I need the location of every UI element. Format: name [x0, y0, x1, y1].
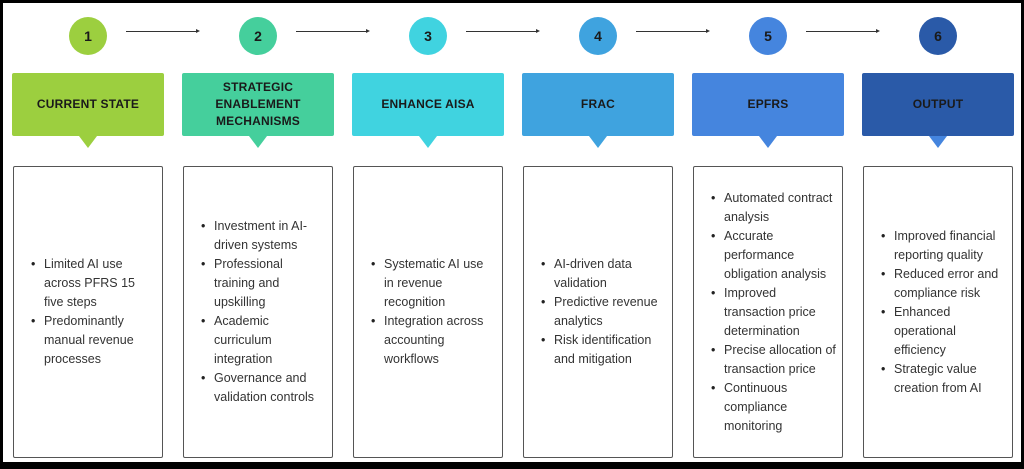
arrow-2-to-3-icon [296, 29, 370, 33]
bullet-item: Improved transaction price determination [711, 284, 836, 341]
step-6-details-card: Improved financial reporting qualityRedu… [863, 166, 1013, 458]
step-6-pointer-icon [929, 136, 947, 148]
bullet-item: Improved financial reporting quality [881, 227, 1006, 265]
step-3-number-badge: 3 [409, 17, 447, 55]
bullet-item: Professional training and upskilling [201, 255, 326, 312]
bullet-item: Reduced error and compliance risk [881, 265, 1006, 303]
step-6-number-badge: 6 [919, 17, 957, 55]
bullet-item: Continuous compliance monitoring [711, 379, 836, 436]
step-5-pointer-icon [759, 136, 777, 148]
step-2-number-badge: 2 [239, 17, 277, 55]
bullet-item: Integration across accounting workflows [371, 312, 496, 369]
step-2-bullet-list: Investment in AI-driven systemsProfessio… [184, 217, 332, 407]
bullet-item: Academic curriculum integration [201, 312, 326, 369]
step-4-number-badge: 4 [579, 17, 617, 55]
step-3-bullet-list: Systematic AI use in revenue recognition… [354, 255, 502, 369]
arrow-1-to-2-icon [126, 29, 200, 33]
step-6-bullet-list: Improved financial reporting qualityRedu… [864, 227, 1012, 398]
bullet-item: Risk identification and mitigation [541, 331, 666, 369]
step-6-title: OUTPUT [912, 97, 964, 111]
step-3-pointer-icon [419, 136, 437, 148]
arrow-3-to-4-icon [466, 29, 540, 33]
step-1-details-card: Limited AI use across PFRS 15 five steps… [13, 166, 163, 458]
step-3-title: ENHANCE AISA [381, 97, 475, 111]
bullet-item: Investment in AI-driven systems [201, 217, 326, 255]
step-2-pointer-icon [249, 136, 267, 148]
bullet-item: Automated contract analysis [711, 189, 836, 227]
bullet-item: Limited AI use across PFRS 15 five steps [31, 255, 156, 312]
bullet-item: Governance and validation controls [201, 369, 326, 407]
step-1-title: CURRENT STATE [36, 97, 140, 111]
bullet-item: Predictive revenue analytics [541, 293, 666, 331]
step-5-bullet-list: Automated contract analysisAccurate perf… [694, 189, 842, 436]
step-5-title: EPFRS [747, 97, 789, 111]
bullet-item: Precise allocation of transaction price [711, 341, 836, 379]
bullet-item: Predominantly manual revenue processes [31, 312, 156, 369]
step-4-bullet-list: AI-driven data validationPredictive reve… [524, 255, 672, 369]
bullet-item: Enhanced operational efficiency [881, 303, 1006, 360]
step-1-header: CURRENT STATE [12, 73, 164, 148]
step-5-details-card: Automated contract analysisAccurate perf… [693, 166, 843, 458]
arrow-4-to-5-icon [636, 29, 710, 33]
step-2-header: STRATEGIC ENABLEMENT MECHANISMS [182, 73, 334, 148]
step-4-title: FRAC [580, 97, 616, 111]
step-4-pointer-icon [589, 136, 607, 148]
bullet-item: Strategic value creation from AI [881, 360, 1006, 398]
step-3-header: ENHANCE AISA [352, 73, 504, 148]
step-2-title: STRATEGIC ENABLEMENT MECHANISMS [215, 80, 301, 128]
step-4-details-card: AI-driven data validationPredictive reve… [523, 166, 673, 458]
step-5-header: EPFRS [692, 73, 844, 148]
arrow-5-to-6-icon [806, 29, 880, 33]
step-2-details-card: Investment in AI-driven systemsProfessio… [183, 166, 333, 458]
step-6-header: OUTPUT [862, 73, 1014, 148]
step-4-header: FRAC [522, 73, 674, 148]
bullet-item: AI-driven data validation [541, 255, 666, 293]
step-1-bullet-list: Limited AI use across PFRS 15 five steps… [14, 255, 162, 369]
bullet-item: Systematic AI use in revenue recognition [371, 255, 496, 312]
step-3-details-card: Systematic AI use in revenue recognition… [353, 166, 503, 458]
step-1-number-badge: 1 [69, 17, 107, 55]
step-5-number-badge: 5 [749, 17, 787, 55]
step-1-pointer-icon [79, 136, 97, 148]
bullet-item: Accurate performance obligation analysis [711, 227, 836, 284]
